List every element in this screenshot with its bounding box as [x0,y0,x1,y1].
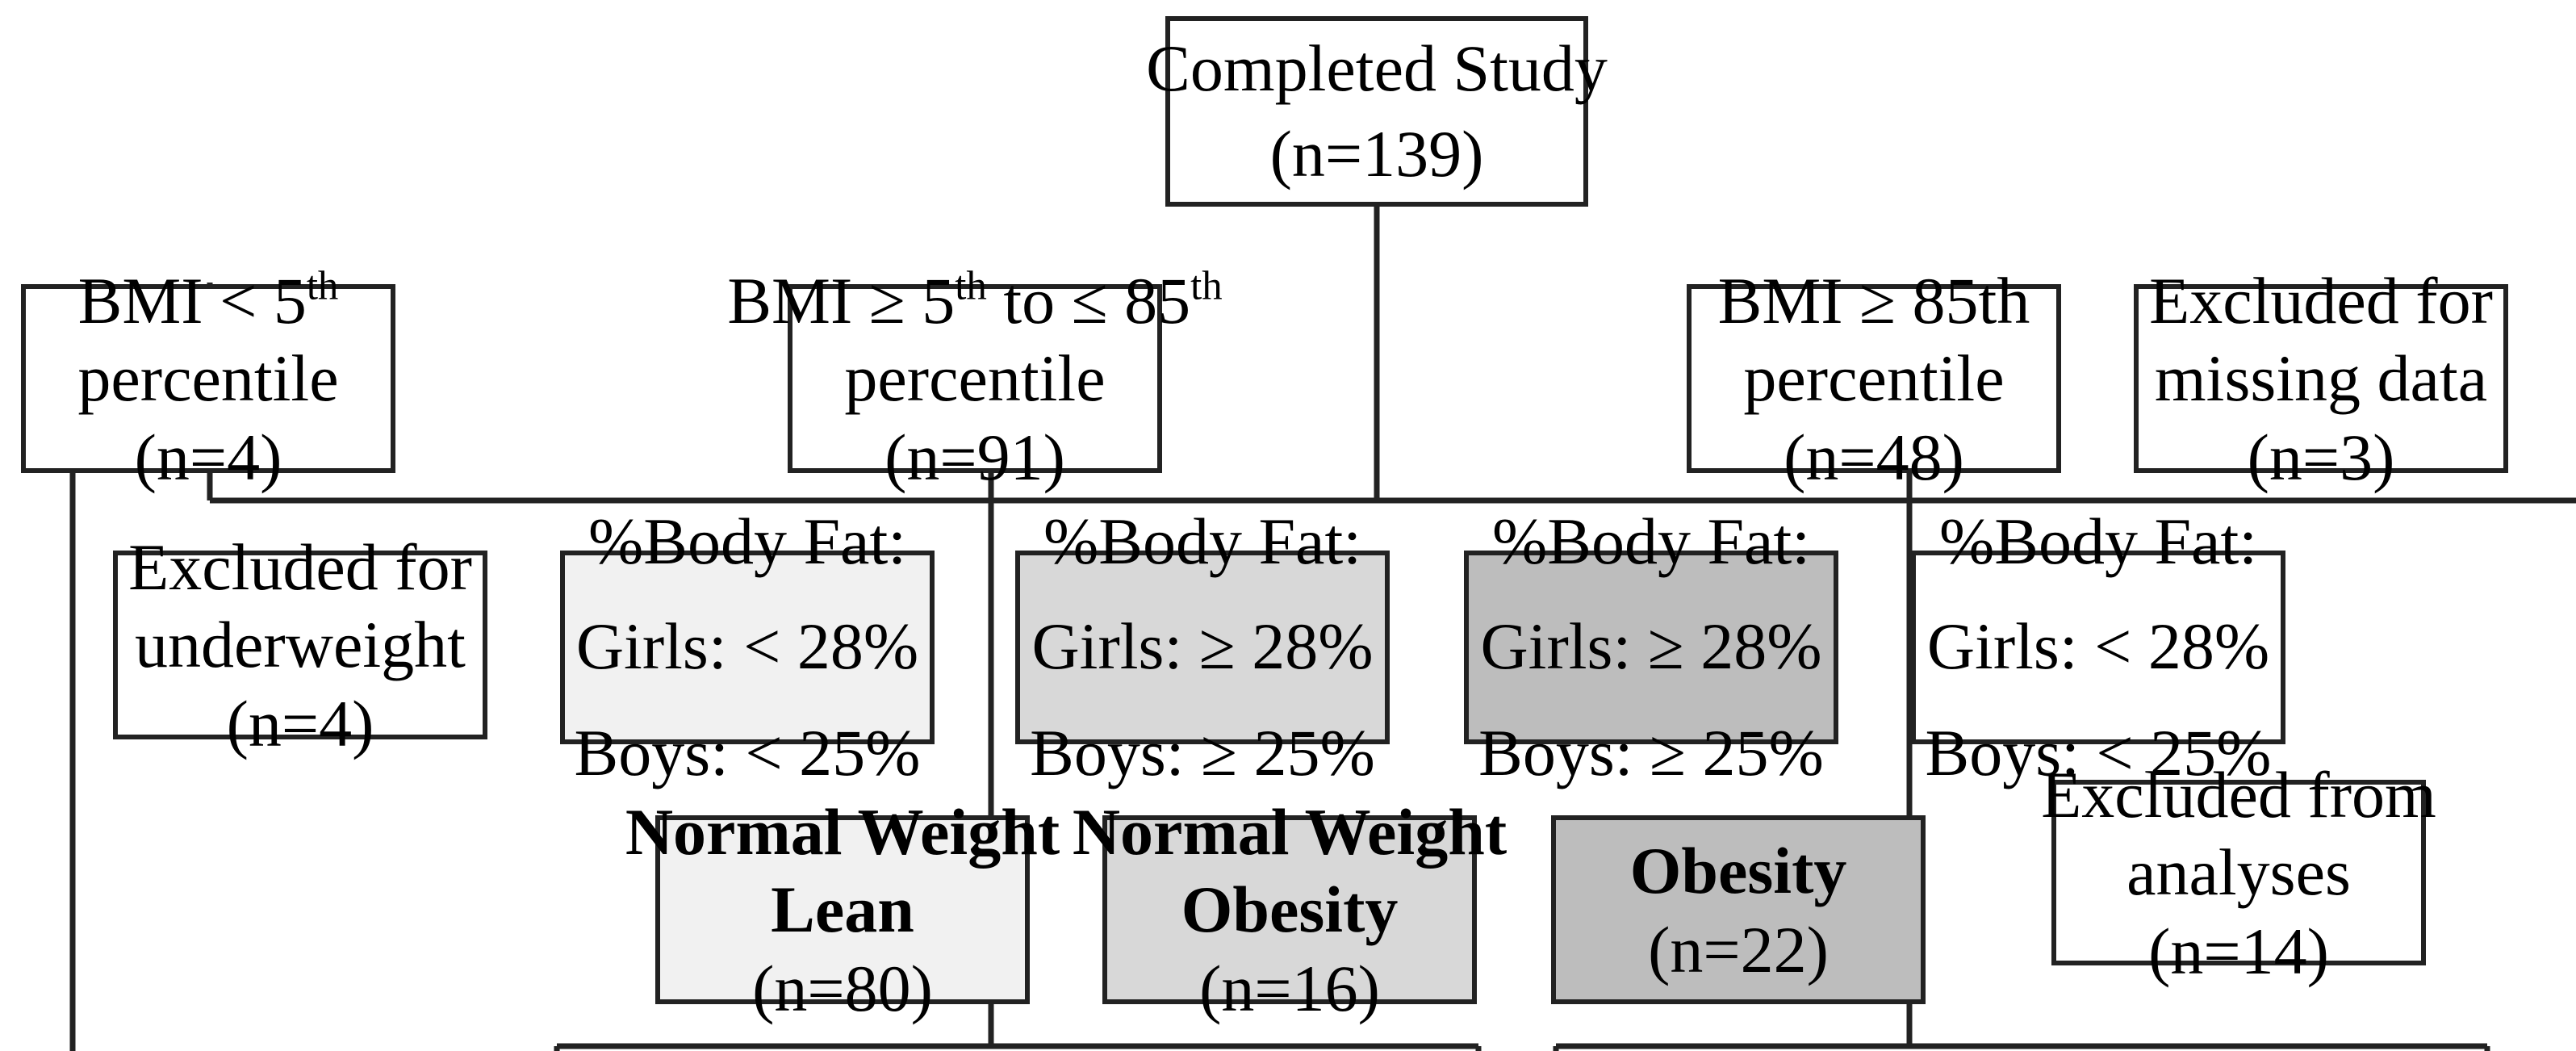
node-bodyfat-lean[interactable]: %Body Fat: Girls: < 28% Boys: < 25% [560,503,935,789]
bodyfat-lean-line1: %Body Fat: [588,503,907,578]
bmi-under5-line2: percentile [77,341,339,416]
nwl-line3: (n=80) [752,950,933,1025]
nwl-line2: Lean [771,872,914,947]
nwo-line2: Obesity [1181,872,1399,947]
excluded-analyses-line2: analyses [2126,835,2351,910]
nwo-line1: Normal Weight [1072,793,1508,869]
node-normal-weight-obesity[interactable]: Normal Weight Obesity (n=16) [1073,794,1507,1025]
excluded-underweight-line3: (n=4) [226,685,374,760]
bodyfat-excluded-line3: Boys: < 25% [1925,714,2272,789]
bmi-under5-line3: (n=4) [134,419,282,494]
obesity-line1: Obesity [1629,833,1847,908]
node-obesity[interactable]: Obesity (n=22) [1551,815,1926,1004]
bodyfat-obese-line1: %Body Fat: [1491,503,1811,578]
node-completed-study[interactable]: Completed Study (n=139) [1146,16,1608,207]
bmi-5-85-line3: (n=91) [884,419,1065,494]
bmi-5-85-line1: BMI ≥ 5th to ≤ 85th [727,262,1223,337]
bodyfat-obese-line3: Boys: ≥ 25% [1478,714,1824,789]
excluded-analyses-line1: Excluded from [2041,756,2436,831]
excluded-missing-line2: missing data [2154,341,2488,416]
bodyfat-nwo-line3: Boys: ≥ 25% [1030,714,1375,789]
node-normal-weight-lean[interactable]: Normal Weight Lean (n=80) [625,794,1060,1025]
excluded-missing-line3: (n=3) [2247,419,2395,494]
nwl-line1: Normal Weight [625,793,1060,869]
bmi-5-85-line2: percentile [844,341,1106,416]
bodyfat-nwo-line1: %Body Fat: [1043,503,1362,578]
node-bmi-5th-to-85th[interactable]: BMI ≥ 5th to ≤ 85th percentile (n=91) [727,263,1222,494]
node-excluded-from-analyses[interactable]: Excluded from analyses (n=14) [2041,757,2436,988]
bmi-over85-line2: percentile [1743,341,2005,416]
nwo-line3: (n=16) [1199,950,1380,1025]
bodyfat-nwo-line2: Girls: ≥ 28% [1031,609,1374,684]
node-bmi-under-5th[interactable]: BMI < 5th percentile (n=4) [21,263,395,493]
node-bmi-over-85th[interactable]: BMI ≥ 85th percentile (n=48) [1687,263,2061,493]
excluded-missing-line1: Excluded for [2149,262,2493,337]
node-bodyfat-normal-weight-obesity[interactable]: %Body Fat: Girls: ≥ 28% Boys: ≥ 25% [1015,503,1390,789]
excluded-underweight-line2: underweight [135,607,466,682]
bodyfat-lean-line3: Boys: < 25% [574,714,921,789]
node-bodyfat-obese[interactable]: %Body Fat: Girls: ≥ 28% Boys: ≥ 25% [1464,503,1838,789]
obesity-line2: (n=22) [1648,911,1829,986]
excluded-analyses-line3: (n=14) [2148,913,2329,988]
bodyfat-excluded-line2: Girls: < 28% [1926,609,2270,684]
node-excluded-underweight[interactable]: Excluded for underweight (n=4) [113,530,487,760]
completed-study-line2: (n=139) [1269,116,1484,191]
excluded-underweight-line1: Excluded for [128,529,472,604]
bodyfat-lean-line2: Girls: < 28% [575,609,919,684]
bmi-over85-line3: (n=48) [1784,419,1964,494]
node-excluded-missing-data[interactable]: Excluded for missing data (n=3) [2134,263,2508,493]
node-bodyfat-excluded[interactable]: %Body Fat: Girls: < 28% Boys: < 25% [1911,503,2285,789]
completed-study-line1: Completed Study [1146,30,1608,105]
bmi-over85-line1: BMI ≥ 85th [1717,262,2030,337]
bodyfat-excluded-line1: %Body Fat: [1938,503,2258,578]
bodyfat-obese-line2: Girls: ≥ 28% [1480,609,1822,684]
bmi-under5-line1: BMI < 5th [77,262,339,337]
